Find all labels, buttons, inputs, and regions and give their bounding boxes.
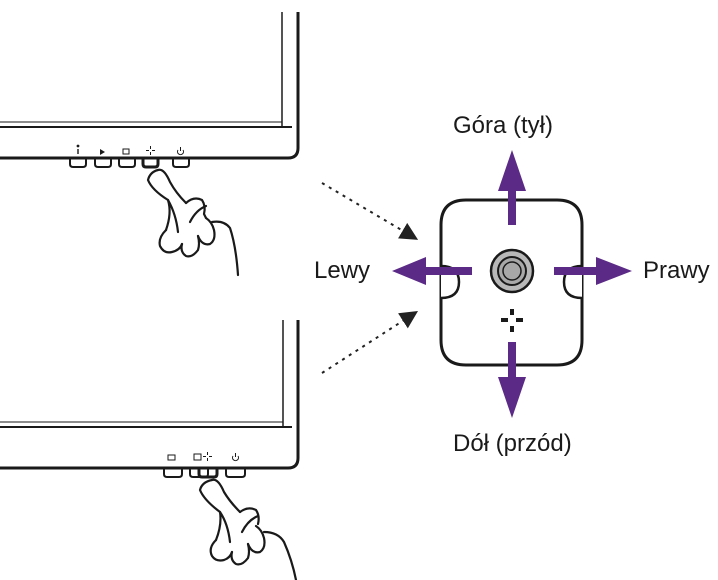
direction-arrows [392,150,632,418]
top-monitor-button-icons [76,144,184,156]
label-left: Lewy [314,257,371,284]
play-icon [100,149,105,155]
joystick-knob [489,248,535,294]
label-down: Dół (przód) [453,430,572,457]
joystick-cross-icon [501,309,523,332]
bottom-monitor-buttons [163,468,246,479]
label-right: Prawy [643,257,710,284]
top-dotted-arrow [321,182,419,240]
joystick-icon [203,452,212,461]
arrow-left-icon [392,257,472,285]
bottom-pointing-hand [198,478,298,580]
arrow-down-icon [498,342,526,418]
label-up: Góra (tył) [453,112,554,139]
top-monitor [0,12,300,160]
power-icon [232,453,239,462]
arrow-up-icon [498,150,526,225]
top-pointing-hand [146,168,240,277]
input-icon [193,453,202,461]
bottom-dotted-arrow [321,311,419,374]
info-icon [76,144,80,148]
input-icon [122,148,130,155]
power-icon [177,147,184,156]
arrow-right-icon [554,257,632,285]
menu-icon [167,454,176,461]
joystick-icon [146,146,155,155]
top-monitor-buttons [69,158,190,169]
bottom-monitor [0,320,300,470]
bottom-monitor-button-icons [167,452,239,462]
